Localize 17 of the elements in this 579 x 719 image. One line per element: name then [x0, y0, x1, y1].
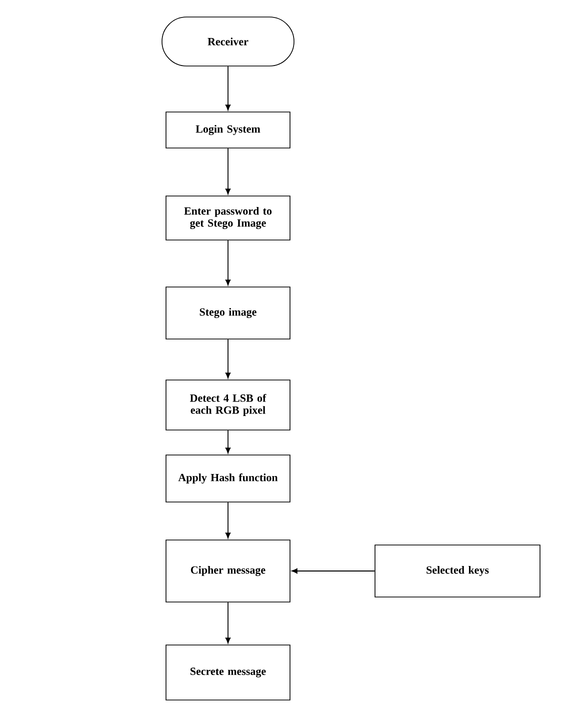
arrow — [225, 240, 231, 286]
arrow — [292, 568, 376, 574]
process-box: Detect 4 LSB of each RGB pixel — [166, 380, 290, 430]
process-box: Login System — [166, 112, 290, 148]
arrow — [225, 148, 231, 194]
process-box: Stego image — [166, 286, 290, 340]
process-box: Cipher message — [166, 540, 290, 602]
process-box: Apply Hash function — [166, 454, 290, 502]
arrow — [225, 502, 231, 538]
process-box: Enter password to get Stego Image — [166, 196, 290, 240]
start-terminal: Receiver — [162, 16, 294, 66]
arrow — [225, 602, 231, 644]
arrow — [225, 338, 231, 378]
arrow — [225, 66, 231, 110]
process-box: Secrete message — [166, 644, 290, 700]
process-box: Selected keys — [374, 544, 540, 598]
arrow — [225, 430, 231, 454]
